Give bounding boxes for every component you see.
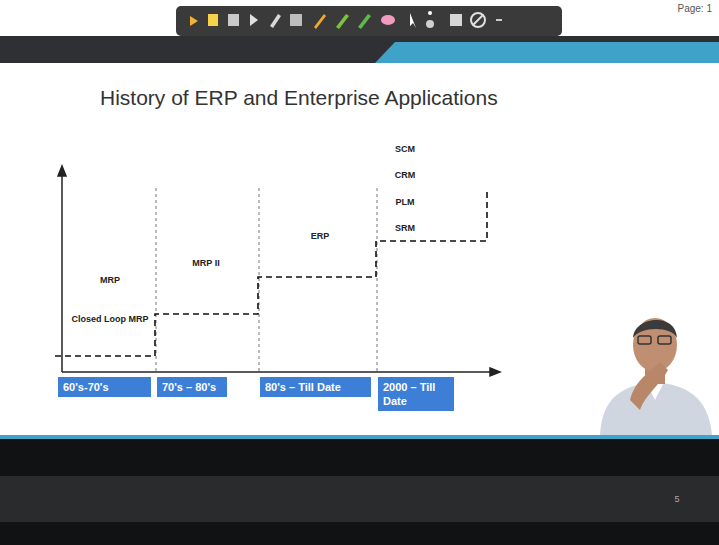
era-label: 60's-70's xyxy=(63,380,146,394)
application-term: SRM xyxy=(395,223,415,233)
toolbar-icons xyxy=(190,11,502,29)
era-term: ERP xyxy=(311,231,330,241)
era-box: 80's – Till Date xyxy=(260,377,371,397)
era-box: 2000 – Till Date xyxy=(378,377,454,411)
era-box: 60's-70's xyxy=(58,377,151,397)
era-dividers xyxy=(156,188,377,372)
axes xyxy=(58,166,500,376)
era-term: Closed Loop MRP xyxy=(72,314,149,324)
header-band xyxy=(0,36,719,63)
era-label: 2000 – Till Date xyxy=(383,380,449,408)
application-term: CRM xyxy=(395,170,416,180)
page-indicator: Page: 1 xyxy=(678,3,712,14)
era-box: 70's – 80's xyxy=(157,377,227,397)
presenter-video xyxy=(600,318,712,435)
step-line xyxy=(55,192,487,356)
slide-number: 5 xyxy=(674,494,679,504)
era-label: 80's – Till Date xyxy=(265,380,366,394)
footer-strip xyxy=(0,476,719,522)
era-term: MRP II xyxy=(192,258,219,268)
era-term: MRP xyxy=(100,275,120,285)
header-accent xyxy=(375,42,719,63)
toolbar xyxy=(176,6,562,36)
era-label: 70's – 80's xyxy=(162,380,222,394)
footer-accent xyxy=(0,435,719,439)
footer-band xyxy=(0,439,719,545)
slide-title: History of ERP and Enterprise Applicatio… xyxy=(100,86,498,110)
application-term: SCM xyxy=(395,144,415,154)
application-term: PLM xyxy=(396,197,415,207)
